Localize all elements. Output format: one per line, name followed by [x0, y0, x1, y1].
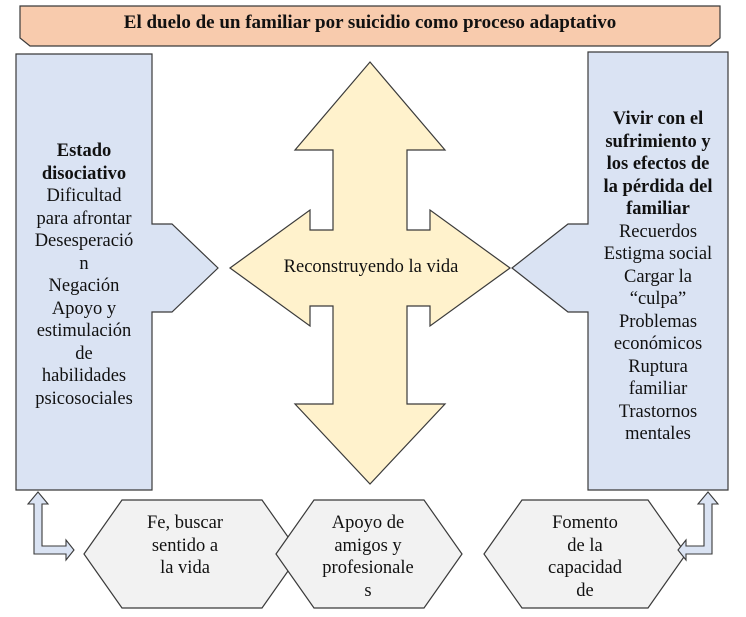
right-item-line: mentales — [625, 424, 691, 444]
right-panel-text: Vivir con el sufrimiento y los efectos d… — [590, 108, 726, 446]
left-item-line: psicosociales — [35, 388, 133, 409]
left-item-line: n — [79, 253, 89, 274]
hexagon-line: amigos y — [334, 535, 402, 556]
left-item-line: estimulación — [36, 321, 132, 341]
left-arrow-panel — [15, 53, 219, 491]
hexagon-line: profesionale — [322, 558, 414, 578]
hexagon-faith-text: Fe, buscar sentido a la vida — [120, 512, 250, 580]
right-item-line: Estigma social — [603, 244, 713, 264]
right-heading-line: Vivir con el — [612, 109, 704, 129]
hexagon-line: de la — [567, 535, 603, 556]
title-banner — [19, 5, 721, 47]
left-panel-text: Estado disociativo Dificultad para afron… — [18, 140, 150, 410]
left-item-line: Apoyo y — [51, 298, 117, 319]
right-heading-line: la pérdida del — [603, 176, 713, 197]
hexagon-line: Fomento — [552, 513, 618, 533]
hexagon-line: la vida — [160, 558, 210, 578]
right-heading-line: familiar — [626, 199, 690, 219]
hexagon-line: de — [576, 580, 594, 601]
right-item-line: “culpa” — [629, 289, 687, 309]
right-item-line: Ruptura — [628, 356, 688, 377]
right-arrow-panel — [511, 51, 729, 491]
center-cross-arrow — [228, 61, 512, 485]
hexagon-line: Apoyo de — [331, 513, 405, 533]
left-item-line: de — [75, 343, 93, 364]
right-heading-line: sufrimiento y — [605, 131, 711, 152]
right-item-line: Cargar la — [624, 266, 692, 287]
right-item-line: económicos — [613, 334, 703, 354]
hexagon-line: Fe, buscar — [146, 513, 224, 533]
right-item-line: Trastornos — [618, 401, 698, 422]
hexagon-line: capacidad — [548, 558, 622, 578]
left-connector-arrow — [26, 491, 75, 562]
right-item-line: familiar — [628, 379, 688, 399]
left-item-line: Dificultad — [46, 186, 122, 206]
hexagon-line: sentido a — [151, 535, 219, 556]
left-item-line: para afrontar — [36, 208, 132, 229]
left-heading-line: disociativo — [41, 163, 127, 184]
diagram-title: El duelo de un familiar por suicidio com… — [123, 12, 617, 33]
hexagon-line: s — [364, 580, 372, 601]
left-item-line: habilidades — [41, 366, 127, 386]
left-item-line: Negación — [48, 276, 120, 296]
hexagon-support-text: Apoyo de amigos y profesionale s — [296, 512, 440, 602]
right-item-line: Recuerdos — [618, 221, 698, 242]
left-heading-line: Estado — [56, 141, 112, 161]
hexagon-capacity-text: Fomento de la capacidad de — [520, 512, 650, 602]
right-item-line: Problemas — [618, 311, 698, 332]
right-connector-arrow — [677, 491, 720, 562]
left-item-line: Desesperació — [34, 231, 134, 251]
hexagon-support — [275, 499, 463, 609]
right-heading-line: los efectos de — [606, 154, 710, 174]
center-label: Reconstruyendo la vida — [283, 257, 459, 277]
